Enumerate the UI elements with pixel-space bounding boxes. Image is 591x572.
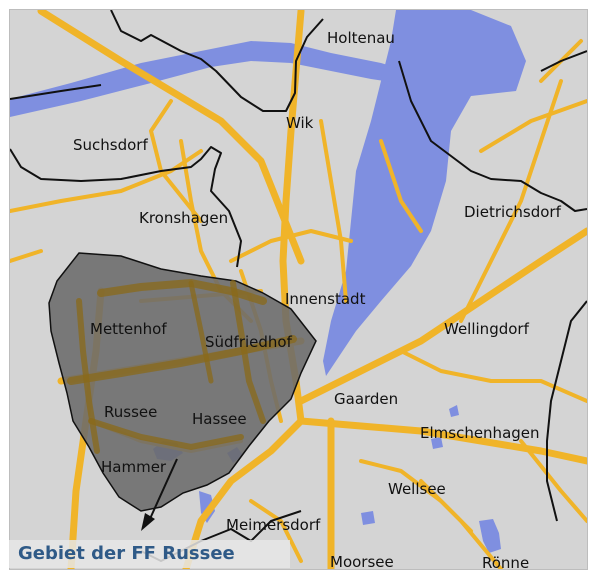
road-p: [249, 499, 303, 563]
label-hammer: Hammer: [101, 458, 167, 476]
road-south-west: [182, 417, 305, 569]
label-elmschenhagen: Elmschenhagen: [420, 424, 540, 442]
boundary-north: [110, 10, 324, 112]
road-j: [459, 79, 563, 323]
label-kronshagen: Kronshagen: [139, 209, 228, 227]
city-map: Holtenau Wik Suchsdorf Kronshagen Dietri…: [10, 10, 587, 569]
label-holtenau: Holtenau: [327, 29, 395, 47]
pond-roenne: [479, 519, 501, 553]
label-moorsee: Moorsee: [330, 553, 394, 569]
label-mettenhof: Mettenhof: [90, 320, 167, 338]
label-suedfriedhof: Südfriedhof: [205, 333, 293, 351]
road-o: [359, 459, 473, 533]
label-wellingdorf: Wellingdorf: [444, 320, 530, 338]
road-i: [399, 349, 587, 403]
map-frame: Holtenau Wik Suchsdorf Kronshagen Dietri…: [9, 9, 588, 570]
label-dietrichsdorf: Dietrichsdorf: [464, 203, 562, 221]
label-russee: Russee: [104, 403, 157, 421]
district-labels: Holtenau Wik Suchsdorf Kronshagen Dietri…: [73, 29, 562, 569]
pond-elmschenhagen: [449, 405, 459, 417]
label-wik: Wik: [286, 114, 314, 132]
kiel-canal: [10, 41, 401, 117]
road-n: [519, 439, 587, 523]
road-f: [149, 99, 203, 223]
boundary-dietrichsdorf: [398, 60, 587, 212]
ff-russee-area: [48, 252, 317, 512]
boundary-east-upper: [540, 50, 587, 72]
road-m: [479, 99, 587, 153]
boundary-canal-west: [10, 84, 102, 100]
label-hassee: Hassee: [192, 410, 247, 428]
area-roads: [67, 278, 297, 454]
direction-arrow: [141, 458, 178, 531]
road-q: [10, 249, 43, 263]
road-east-main: [297, 227, 587, 405]
label-innenstadt: Innenstadt: [285, 290, 366, 308]
pond-moorsee: [361, 511, 375, 525]
boundary-east: [546, 300, 587, 522]
label-gaarden: Gaarden: [334, 390, 398, 408]
boundary-suchsdorf-south: [10, 146, 242, 268]
road-r: [379, 139, 423, 233]
road-c: [229, 229, 353, 263]
label-roenne: Rönne: [482, 554, 529, 569]
kiel-fjord: [323, 10, 526, 376]
road-e: [319, 119, 348, 303]
label-meimersdorf: Meimersdorf: [226, 516, 321, 534]
label-wellsee: Wellsee: [388, 480, 446, 498]
pond-wellsee: [431, 437, 443, 449]
map-caption-box: Gebiet der FF Russee: [9, 540, 290, 568]
road-layer: [10, 10, 587, 569]
map-caption: Gebiet der FF Russee: [18, 543, 235, 564]
road-ring-east: [297, 417, 587, 465]
label-suchsdorf: Suchsdorf: [73, 136, 148, 154]
road-a: [10, 149, 203, 213]
